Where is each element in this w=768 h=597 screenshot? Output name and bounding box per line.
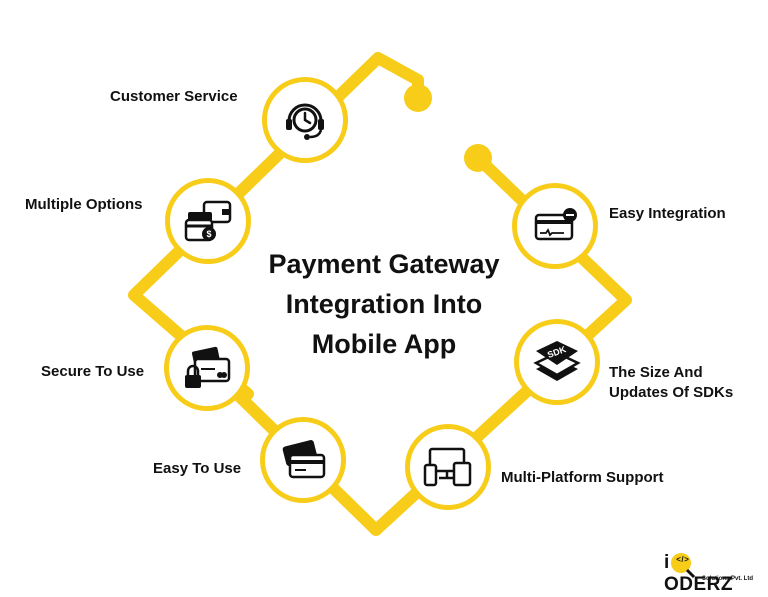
easy-to-use-node [260, 417, 346, 503]
cards-icon [282, 440, 326, 479]
easy-integration-label: Easy Integration [609, 205, 726, 222]
secure-to-use-node [164, 325, 250, 411]
customer-service-node [262, 77, 348, 163]
multiple-options-label: Multiple Options [25, 196, 143, 213]
logo-letter-i: i [664, 552, 670, 573]
multi-platform-label: Multi-Platform Support [501, 469, 664, 486]
devices-icon [423, 447, 472, 487]
multiple-options-node: $ [165, 178, 251, 264]
multi-platform-node [405, 424, 491, 510]
sdk-label-line-2: Updates Of SDKs [609, 384, 734, 401]
sdk-node: SDK [514, 319, 600, 405]
easy-integration-node [512, 183, 598, 269]
svg-text:$: $ [206, 229, 211, 239]
icoderz-logo: i </> ODERZ Solutions Pvt. Ltd [648, 548, 758, 595]
sdk-label-line-1: The Size And [609, 364, 703, 381]
logo-brand: ODERZ [664, 574, 733, 595]
title-line-2: Integration Into [285, 289, 483, 319]
card-terminal-icon [534, 208, 577, 241]
title-line-3: Mobile App [311, 329, 457, 359]
easy-to-use-label: Easy To Use [153, 460, 242, 477]
secure-to-use-label: Secure To Use [41, 363, 145, 380]
sdk-label: The Size And Updates Of SDKs [609, 363, 733, 403]
logo-code-glyph: </> [676, 555, 690, 565]
wallet-cards-icon: $ [184, 200, 232, 242]
logo-wordmark: i </> ODERZ [664, 552, 758, 596]
sdk-stack-icon: SDK [533, 341, 581, 381]
diagram-title: Payment Gateway Integration Into Mobile … [214, 244, 554, 364]
headset-clock-icon [286, 103, 324, 140]
title-line-1: Payment Gateway [268, 249, 500, 279]
logo-subtitle: Solutions Pvt. Ltd [702, 576, 753, 582]
customer-service-label: Customer Service [110, 88, 238, 105]
logo-magnifier-icon [671, 553, 696, 579]
card-lock-icon [185, 346, 231, 388]
